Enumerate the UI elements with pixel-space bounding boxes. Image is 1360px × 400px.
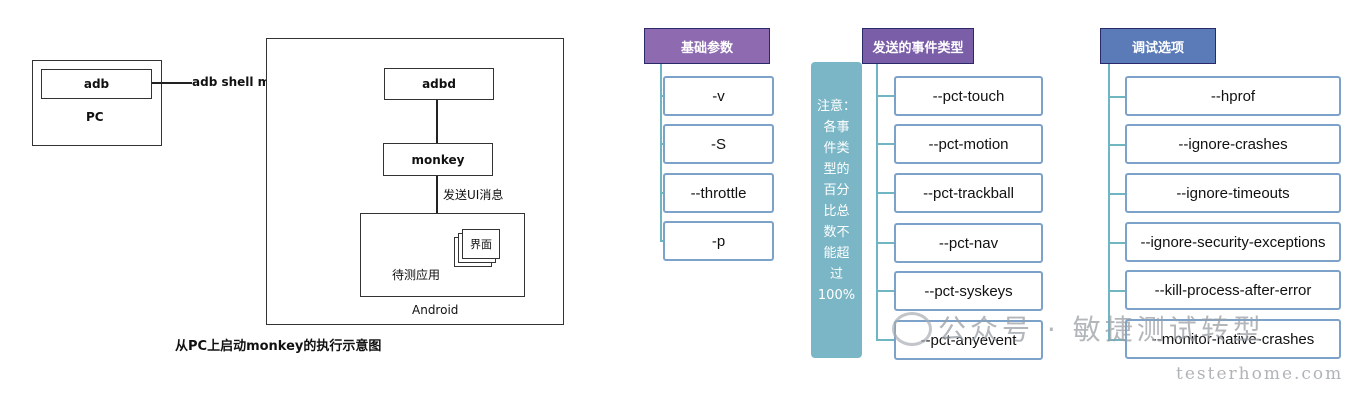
note-line: 件类 <box>823 141 850 156</box>
debug-branch-1 <box>1108 96 1125 98</box>
adbd-label: adbd <box>422 77 456 91</box>
note-line: 能超 <box>823 246 850 261</box>
option-pct-touch: --pct-touch <box>894 76 1043 116</box>
adbd-box: adbd <box>384 68 494 100</box>
app-under-test-label: 待测应用 <box>392 268 441 282</box>
watermark-text: 公众号 · 敏捷测试转型 <box>938 313 1265 346</box>
diagram-caption: 从PC上启动monkey的执行示意图 <box>175 339 382 354</box>
note-line: 各事 <box>823 120 850 135</box>
debug-tree-line <box>1108 64 1110 340</box>
note-line: 比总 <box>823 204 850 219</box>
basic-branch-2 <box>660 143 663 145</box>
option-v: -v <box>663 76 774 116</box>
events-branch-1 <box>876 95 894 97</box>
basic-tree-line <box>660 64 662 242</box>
adb-link-line-left <box>152 82 192 84</box>
option-kill-process-after-error: --kill-process-after-error <box>1125 270 1341 310</box>
basic-branch-4 <box>660 240 663 242</box>
watermark-site: testerhome.com <box>1176 364 1344 384</box>
send-ui-message-label: 发送UI消息 <box>443 188 504 202</box>
adb-box: adb <box>41 69 152 99</box>
option-throttle: --throttle <box>663 173 774 213</box>
debug-options-header: 调试选项 <box>1100 28 1216 64</box>
option-s: -S <box>663 124 774 164</box>
option-monitor-native-crashes: --monitor-native-crashes <box>1125 319 1341 359</box>
note-line: 100% <box>817 288 856 303</box>
events-branch-2 <box>876 143 894 145</box>
adbd-monkey-line <box>436 100 438 143</box>
option-pct-trackball: --pct-trackball <box>894 173 1043 213</box>
events-tree-line <box>876 64 878 340</box>
option-ignore-timeouts: --ignore-timeouts <box>1125 173 1341 213</box>
adb-label: adb <box>83 77 110 91</box>
monkey-android-line <box>436 176 438 213</box>
option-p: -p <box>663 221 774 261</box>
option-hprof: --hprof <box>1125 76 1341 116</box>
events-branch-5 <box>876 290 894 292</box>
screen-label: 界面 <box>470 238 492 251</box>
debug-branch-4 <box>1108 242 1125 244</box>
note-line: 百分 <box>823 183 850 198</box>
note-line: 过 <box>829 267 843 282</box>
basic-branch-3 <box>660 192 663 194</box>
debug-branch-3 <box>1108 193 1125 195</box>
event-types-header: 发送的事件类型 <box>862 28 974 64</box>
screen-card: 界面 <box>462 229 500 259</box>
events-branch-6 <box>876 339 894 341</box>
basic-params-header: 基础参数 <box>644 28 770 64</box>
monkey-box: monkey <box>383 143 493 176</box>
android-label: Android <box>412 303 459 317</box>
basic-branch-1 <box>660 95 663 97</box>
option-pct-nav: --pct-nav <box>894 223 1043 263</box>
option-pct-motion: --pct-motion <box>894 124 1043 164</box>
note-line: 数不 <box>823 225 850 240</box>
pc-label: PC <box>86 110 104 124</box>
android-box <box>360 213 525 297</box>
option-ignore-security-exceptions: --ignore-security-exceptions <box>1125 222 1341 262</box>
debug-branch-2 <box>1108 144 1125 146</box>
events-branch-3 <box>876 192 894 194</box>
monkey-label: monkey <box>411 152 465 167</box>
debug-branch-6 <box>1108 339 1125 341</box>
note-line: 型的 <box>823 162 850 177</box>
option-ignore-crashes: --ignore-crashes <box>1125 124 1341 164</box>
events-branch-4 <box>876 242 894 244</box>
percentage-note: 注意： 各事 件类 型的 百分 比总 数不 能超 过 100% <box>811 62 862 358</box>
debug-branch-5 <box>1108 290 1125 292</box>
wechat-icon <box>892 312 932 346</box>
option-pct-syskeys: --pct-syskeys <box>894 271 1043 311</box>
note-line: 注意： <box>816 99 856 114</box>
